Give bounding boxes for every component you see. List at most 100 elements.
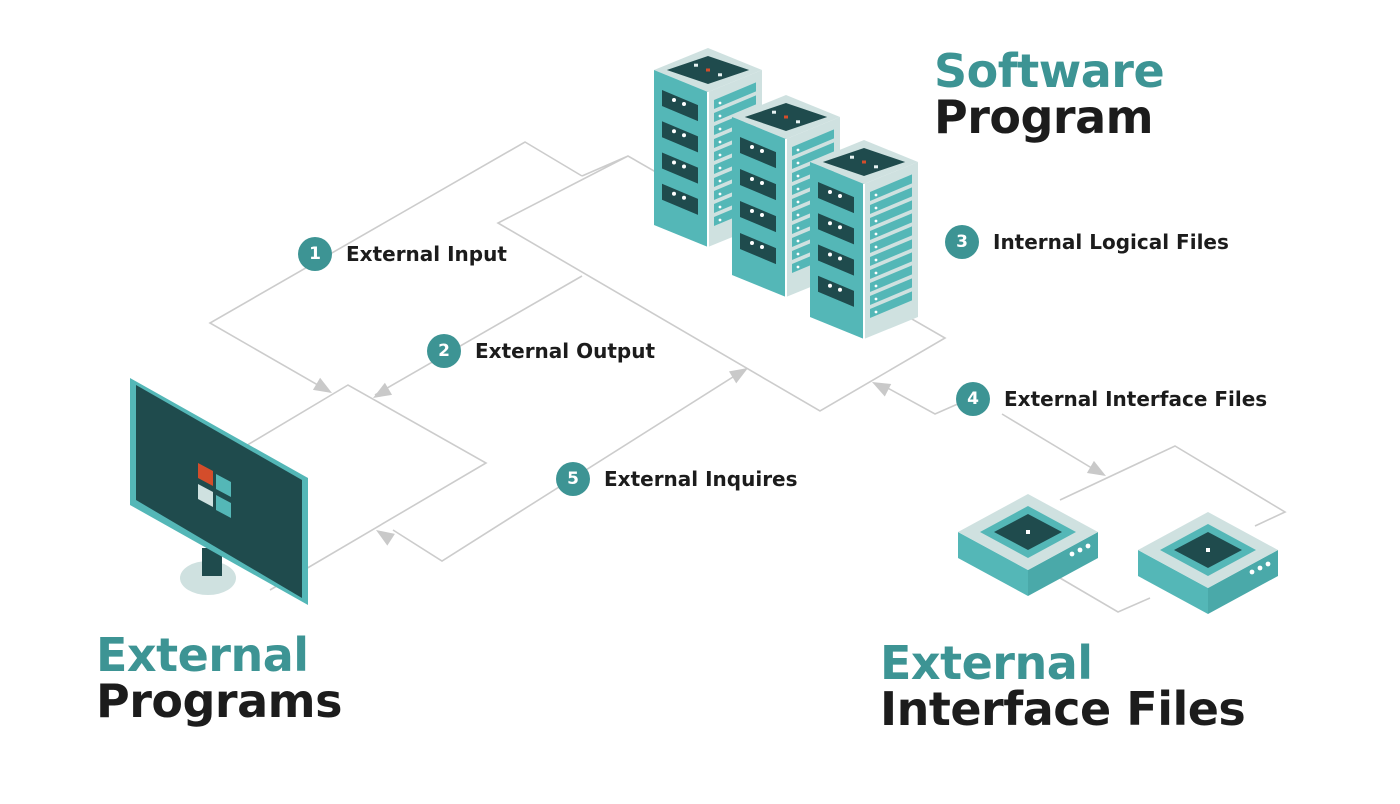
rack-slot	[714, 82, 756, 109]
slot-light	[718, 192, 722, 196]
step-number-badge: 5	[556, 462, 590, 496]
slot-light	[718, 179, 722, 183]
external-programs-heading: External Programs	[96, 632, 342, 724]
drive-bay	[818, 182, 854, 214]
slot-light	[796, 148, 800, 152]
drive-light	[828, 283, 832, 288]
rack-slot	[870, 239, 912, 266]
storage-unit	[958, 494, 1098, 596]
slot-light	[874, 310, 878, 314]
rack-slot	[870, 265, 912, 292]
status-light	[706, 68, 710, 72]
drive-light	[838, 225, 842, 230]
drive-light	[672, 98, 676, 102]
slot-light	[796, 252, 800, 256]
device-light	[1206, 548, 1210, 552]
slot-light	[874, 271, 878, 275]
drive-light	[760, 213, 764, 217]
drive-bay	[662, 183, 698, 215]
connector-line	[1001, 413, 1101, 474]
status-light	[874, 165, 878, 169]
arrowhead	[872, 382, 892, 397]
drive-light	[750, 209, 754, 213]
drive-light	[750, 145, 754, 149]
slot-light	[718, 166, 722, 170]
drive-bay	[662, 152, 698, 184]
rack-slot	[870, 278, 912, 305]
connector-line	[883, 385, 961, 415]
drive-light	[750, 241, 754, 245]
drive-bay	[740, 233, 776, 265]
drive-light	[672, 191, 676, 196]
logo-square	[198, 463, 213, 486]
slot-light	[718, 205, 722, 209]
slot-light	[796, 187, 800, 191]
device-port	[1265, 561, 1271, 567]
slot-light	[874, 284, 878, 288]
step-label: External Interface Files	[1004, 387, 1268, 411]
rack-slot	[870, 200, 912, 227]
arrowhead	[1086, 460, 1106, 476]
step-number-badge: 2	[427, 334, 461, 368]
connector-line	[1059, 577, 1151, 613]
slot-light	[718, 101, 722, 105]
monitor-stand	[202, 548, 222, 576]
rack-slot	[792, 142, 834, 169]
drive-light	[682, 133, 686, 138]
status-light	[694, 63, 698, 67]
connector-line	[208, 141, 583, 393]
monitor-screen	[136, 385, 302, 598]
drive-bay	[818, 275, 854, 307]
drive-light	[828, 252, 832, 257]
step-label: External Output	[475, 339, 656, 363]
status-light	[862, 160, 866, 164]
rack-slot	[714, 95, 756, 122]
heading-line-interface-files: Interface Files	[880, 682, 1246, 736]
arrowhead	[376, 530, 395, 546]
arrowhead	[728, 368, 748, 384]
drive-bay	[662, 121, 698, 153]
step-internal-logical-files: 3 Internal Logical Files	[945, 225, 1229, 259]
connector-line	[496, 155, 947, 412]
step-number-badge: 3	[945, 225, 979, 259]
slot-light	[718, 218, 722, 222]
status-light	[772, 110, 776, 114]
connector-line	[374, 275, 583, 396]
device-port	[1077, 547, 1083, 553]
logo-square	[198, 484, 213, 507]
heading-line-external-2: External	[880, 636, 1093, 690]
drive-light	[760, 181, 764, 185]
step-label: Internal Logical Files	[993, 230, 1229, 254]
step-external-interface-files: 4 External Interface Files	[956, 382, 1267, 416]
device-port	[1257, 565, 1263, 571]
drive-light	[682, 195, 686, 200]
drive-bay	[740, 201, 776, 233]
slot-light	[796, 200, 800, 204]
arrowhead	[373, 382, 393, 398]
heading-line-external: External	[96, 628, 309, 682]
heading-line-software: Software	[934, 44, 1165, 98]
drive-light	[672, 160, 676, 165]
software-program-heading: Software Program	[934, 44, 1165, 140]
drive-light	[750, 177, 754, 181]
server-unit	[810, 140, 918, 339]
drive-light	[682, 164, 686, 169]
step-label: External Input	[346, 242, 507, 266]
slot-light	[796, 226, 800, 230]
slot-light	[796, 161, 800, 165]
logo-square	[216, 474, 231, 497]
slot-light	[718, 127, 722, 131]
arrowhead	[312, 377, 332, 393]
connector-lines	[208, 141, 1287, 613]
windows-logo-icon	[198, 463, 231, 518]
drive-bay	[740, 169, 776, 201]
drive-bay	[662, 90, 698, 122]
slot-light	[874, 245, 878, 249]
drive-light	[838, 194, 842, 198]
device-left-face	[1138, 550, 1208, 614]
status-light	[784, 115, 788, 119]
step-number-badge: 4	[956, 382, 990, 416]
slot-light	[796, 265, 800, 269]
external-interface-files-heading: External Interface Files	[880, 636, 1246, 736]
